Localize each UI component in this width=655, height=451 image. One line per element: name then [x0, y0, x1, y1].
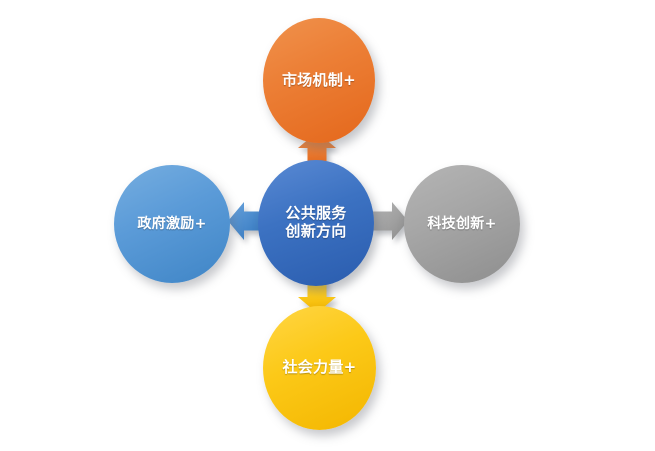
node-market-mechanism[interactable]: 市场机制+ [263, 18, 375, 143]
node-label-market-mechanism: 市场机制+ [281, 70, 357, 89]
node-tech-innovation[interactable]: 科技创新+ [404, 165, 520, 283]
node-label-social-force: 社会力量+ [282, 358, 357, 377]
arrow-down-icon [298, 277, 336, 313]
node-social-force[interactable]: 社会力量+ [263, 306, 376, 430]
node-government-incentive[interactable]: 政府激励+ [114, 165, 230, 283]
node-label-government-incentive: 政府激励+ [137, 215, 207, 232]
node-center-public-service[interactable]: 公共服务 创新方向 [258, 160, 374, 286]
node-label-tech-innovation: 科技创新+ [427, 215, 497, 232]
arrow-right-icon [372, 202, 408, 240]
node-label-center-public-service: 公共服务 创新方向 [285, 204, 347, 240]
arrow-left-icon [228, 202, 264, 240]
